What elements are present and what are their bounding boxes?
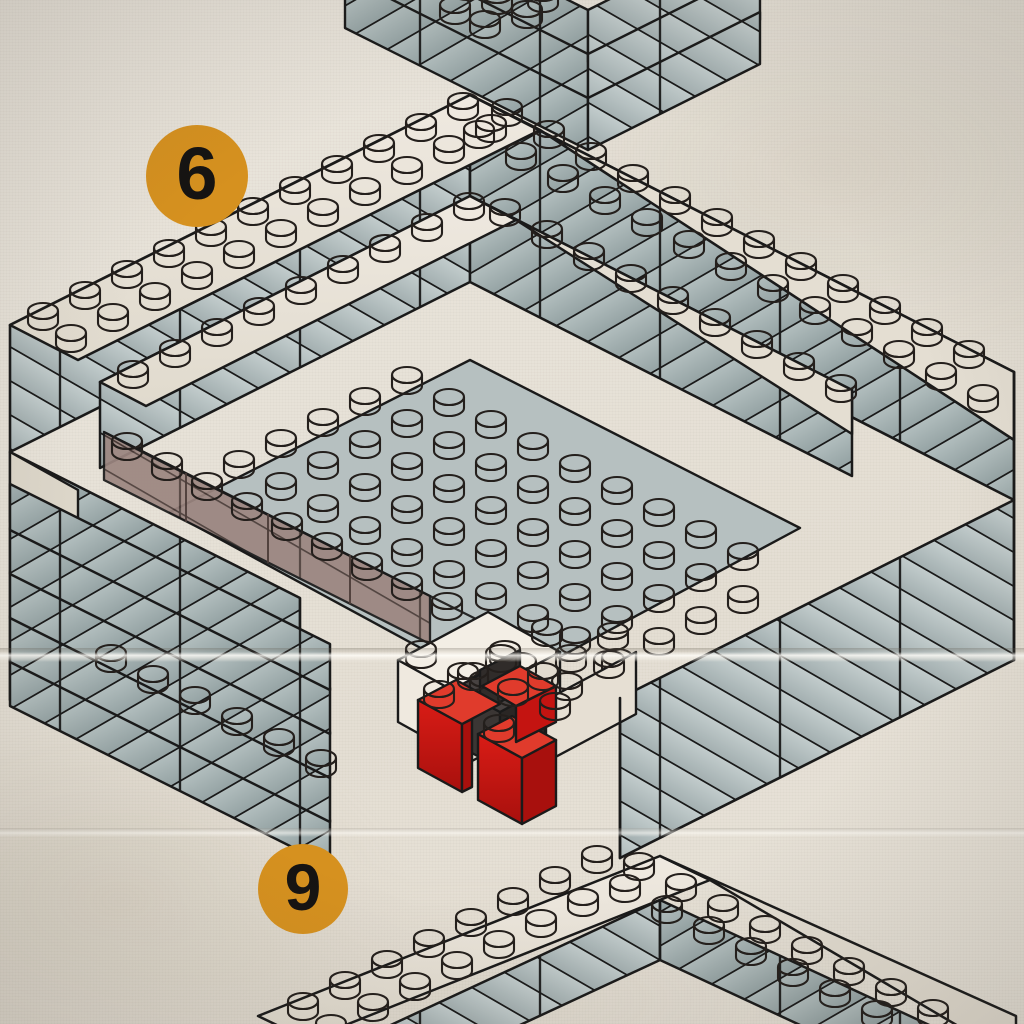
- red-2x2-bricks: [416, 661, 572, 826]
- step-6-model: [8, 91, 1016, 868]
- step-number-badge-6: 6: [146, 125, 248, 227]
- previous-step-partial-model: [343, 0, 762, 152]
- step-number-6: 6: [176, 132, 218, 215]
- interior-floor: [168, 358, 802, 692]
- step-number-badge-9: 9: [258, 844, 348, 934]
- lower-left-wall-band: [8, 482, 332, 868]
- inner-rim-top-right: [468, 194, 854, 436]
- step-9-partial-model: [256, 844, 1018, 1024]
- step-number-9: 9: [284, 850, 322, 924]
